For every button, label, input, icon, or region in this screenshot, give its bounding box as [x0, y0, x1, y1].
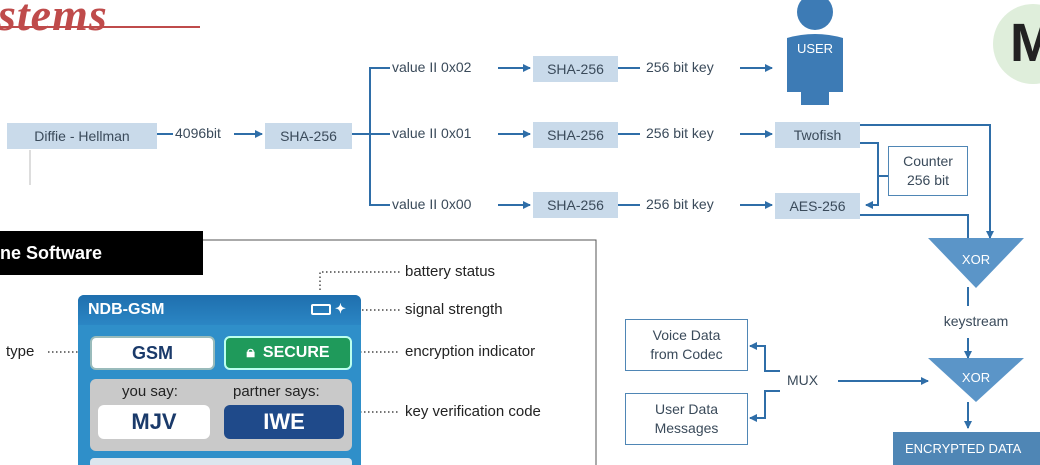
logo-underline: [0, 26, 200, 28]
userdata-line2: Messages: [654, 420, 719, 436]
twofish-box: Twofish: [775, 122, 860, 148]
voice-data-box: Voice Data from Codec: [625, 319, 748, 371]
user-icon: [775, 0, 855, 105]
company-logo: stems: [0, 0, 108, 40]
value-00-label: value II 0x00: [390, 196, 474, 212]
key-label-bottom: 256 bit key: [644, 196, 716, 212]
m-badge-letter: M: [1010, 13, 1040, 73]
key-verification-panel: you say: partner says: MJV IWE: [90, 379, 352, 451]
secure-indicator[interactable]: 🔒︎ SECURE: [224, 336, 352, 370]
xor-label-top: XOR: [961, 252, 991, 267]
user-data-box: User Data Messages: [625, 393, 748, 445]
encrypted-data-box: ENCRYPTED DATA: [893, 432, 1040, 465]
mux-label: MUX: [785, 372, 821, 388]
keystream-label: keystream: [943, 313, 1009, 329]
voice-line2: from Codec: [650, 346, 723, 362]
xor-label-bottom: XOR: [961, 370, 991, 385]
signal-icon: ✦: [335, 301, 346, 316]
sha-box-mid: SHA-256: [533, 122, 618, 148]
battery-icon: [311, 304, 331, 315]
dh-bits-label: 4096bit: [173, 125, 223, 141]
you-say-code: MJV: [98, 405, 210, 439]
phone-screen: NDB-GSM ✦ GSM 🔒︎ SECURE you say: partner…: [78, 295, 361, 465]
key-label-top: 256 bit key: [644, 59, 716, 75]
user-label: USER: [796, 41, 834, 56]
counter-line2: 256 bit: [906, 172, 950, 188]
value-02-label: value II 0x02: [390, 59, 474, 75]
secure-label: SECURE: [262, 344, 330, 361]
keycode-annotation: key verification code: [405, 403, 541, 420]
phone-lower-strip: [90, 458, 352, 465]
signal-annotation: signal strength: [405, 301, 503, 318]
diffie-hellman-box: Diffie - Hellman: [7, 123, 157, 149]
network-type-button[interactable]: GSM: [90, 336, 215, 370]
sha-main-box: SHA-256: [265, 123, 352, 149]
phone-status-bar: NDB-GSM ✦: [78, 295, 361, 325]
type-annotation: type: [6, 343, 35, 360]
xor-triangle-bottom: [928, 358, 1024, 402]
battery-annotation: battery status: [405, 263, 496, 280]
sha-box-top: SHA-256: [533, 56, 618, 82]
value-01-label: value II 0x01: [390, 125, 474, 141]
key-label-mid: 256 bit key: [644, 125, 716, 141]
app-name: NDB-GSM: [88, 301, 165, 318]
encryption-annotation: encryption indicator: [405, 343, 536, 360]
sha-box-bottom: SHA-256: [533, 192, 618, 218]
software-title: ne Software: [0, 231, 203, 275]
counter-box: Counter 256 bit: [888, 146, 968, 196]
you-say-label: you say:: [122, 383, 178, 400]
userdata-line1: User Data: [654, 401, 719, 417]
partner-code: IWE: [224, 405, 344, 439]
lock-icon: 🔒︎: [246, 344, 255, 361]
partner-says-label: partner says:: [233, 383, 320, 400]
counter-line1: Counter: [903, 153, 953, 169]
voice-line1: Voice Data: [652, 327, 721, 343]
xor-triangle-top: [928, 238, 1024, 288]
aes-box: AES-256: [775, 193, 860, 219]
